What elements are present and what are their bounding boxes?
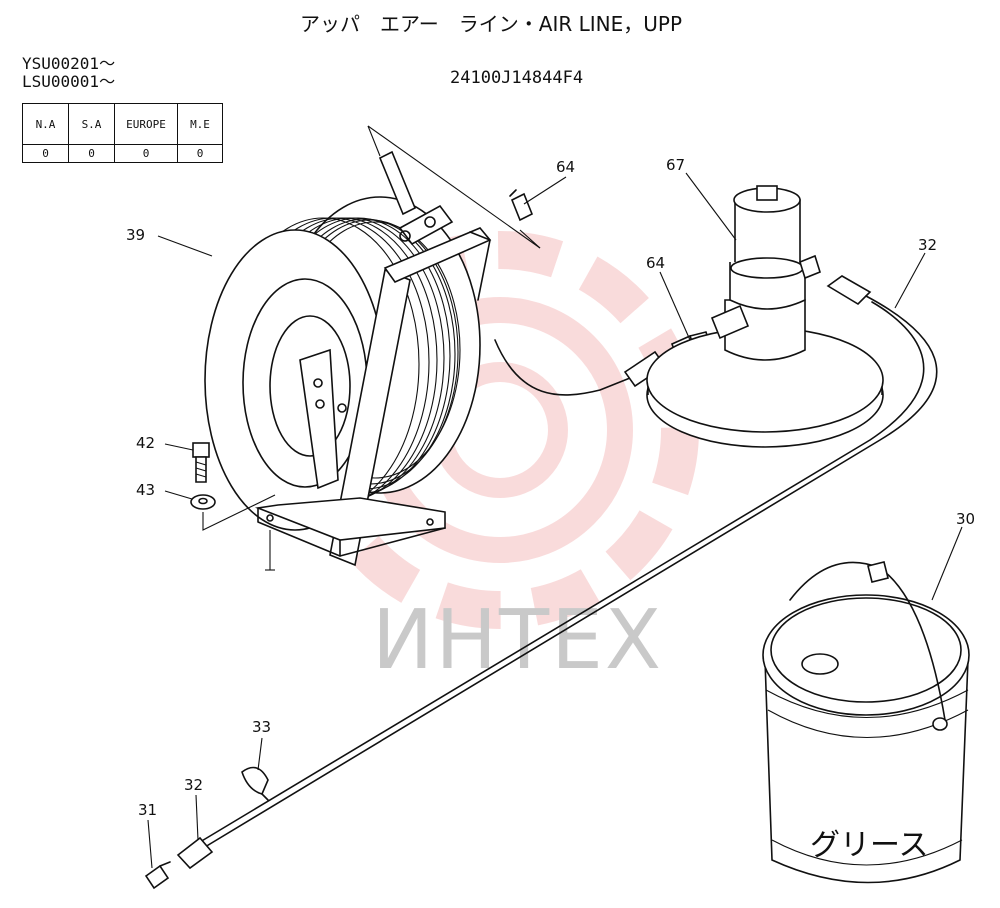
bolt-guide-line [202, 494, 276, 531]
region-header-europe: EUROPE [114, 103, 178, 145]
callout-30: 30 [956, 510, 975, 528]
adapter-31 [144, 861, 171, 890]
region-header-na: N.A [22, 103, 69, 145]
hose-clamp-33 [241, 766, 269, 801]
grease-can-30: グリース [762, 561, 970, 884]
grease-can-label: グリース [810, 828, 929, 863]
air-hose-32 [176, 275, 938, 870]
washer-43 [190, 494, 216, 510]
region-value-sa: 0 [68, 144, 115, 163]
region-header-me: M.E [177, 103, 223, 145]
leader-lines [147, 172, 963, 869]
bolt-42 [192, 442, 210, 483]
grease-pump-67 [646, 185, 884, 448]
callout-39: 39 [126, 226, 145, 244]
region-table: N.A S.A EUROPE M.E 0 0 0 0 [22, 103, 223, 163]
serial-range-lsu: LSU00001～ [22, 72, 116, 91]
callout-64-pump: 64 [646, 254, 665, 272]
callout-33: 33 [252, 718, 271, 736]
reel-outlet-hose [494, 339, 631, 396]
callout-67: 67 [666, 156, 685, 174]
fitting-64-top [509, 189, 534, 222]
callout-43: 43 [136, 481, 155, 499]
hose-reel-39 [204, 125, 541, 571]
watermark-text: ИНТЕХ [372, 593, 663, 688]
callout-42: 42 [136, 434, 155, 452]
callout-64-top: 64 [556, 158, 575, 176]
part-code: 24100J14844F4 [450, 68, 584, 88]
serial-range-ysu: YSU00201～ [22, 54, 116, 73]
diagram-title: アッパ エアー ライン・AIR LINE，UPP [300, 12, 683, 36]
callout-31: 31 [138, 801, 157, 819]
region-value-me: 0 [177, 144, 223, 163]
callout-32-bottom: 32 [184, 776, 203, 794]
callout-32-top: 32 [918, 236, 937, 254]
